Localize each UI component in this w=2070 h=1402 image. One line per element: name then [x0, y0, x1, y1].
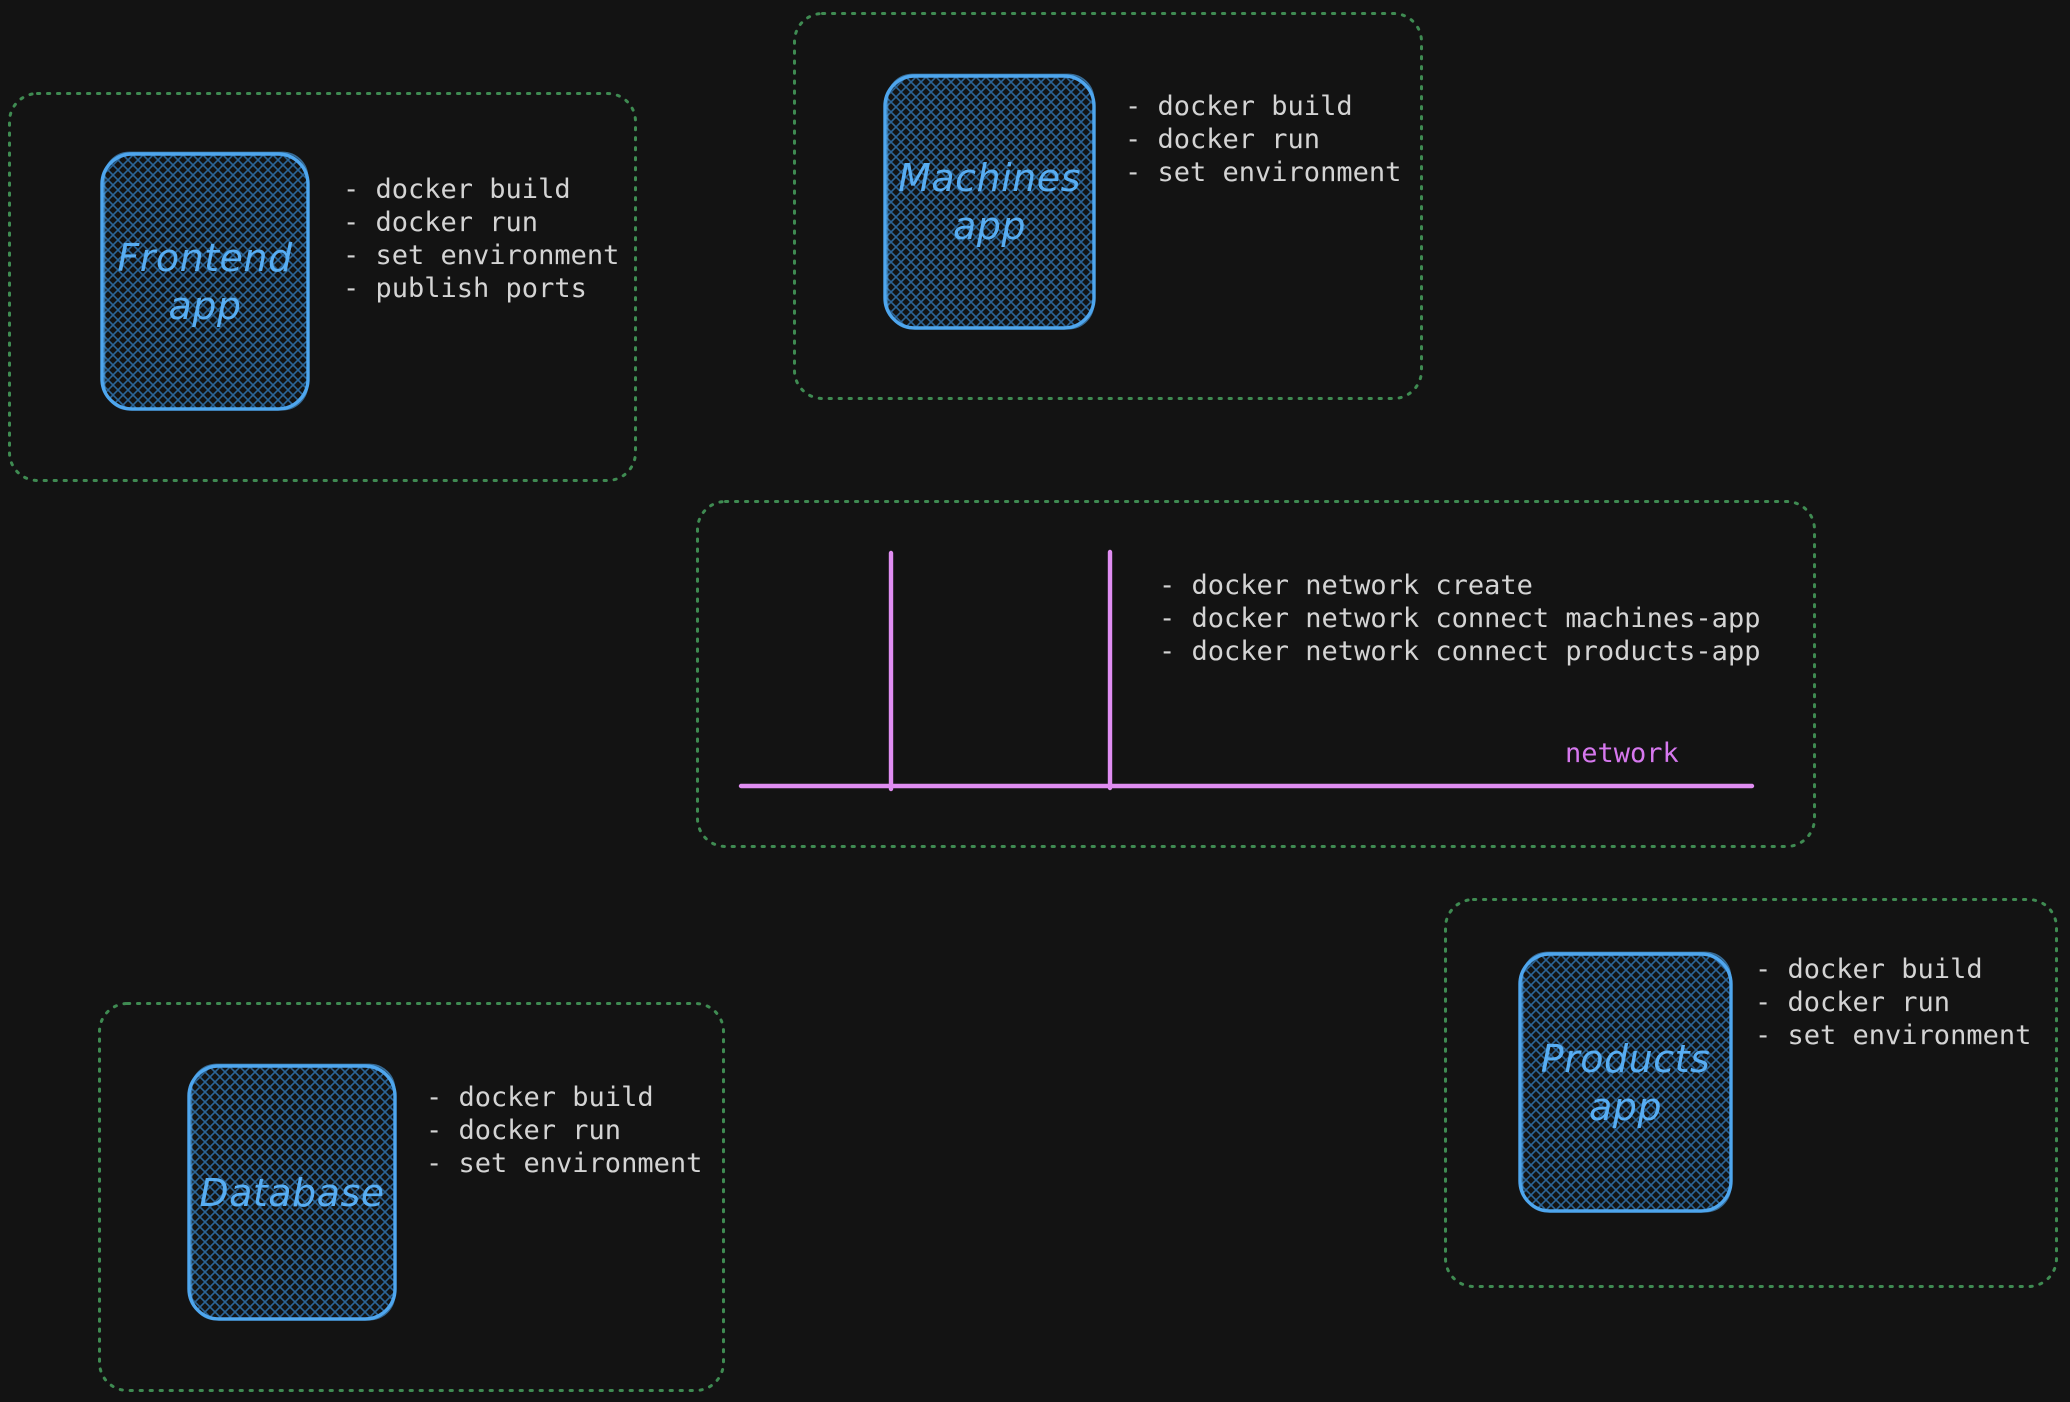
frontend-group-outline[interactable]	[8, 92, 637, 482]
network-label: network	[1565, 738, 1679, 769]
frontend-app-shape[interactable]: Frontend app	[98, 150, 312, 413]
database-app-shape[interactable]: Database	[185, 1062, 399, 1323]
products-commands-text: - docker build - docker run - set enviro…	[1755, 954, 2032, 1051]
network-bus-lines[interactable]	[696, 500, 1816, 848]
network-commands-text: - docker network create - docker network…	[1159, 570, 1761, 667]
machines-app-shape[interactable]: Machines app	[881, 72, 1098, 332]
products-group-outline[interactable]	[1444, 898, 2058, 1288]
machines-app-box-drawing	[883, 73, 1096, 330]
machines-group-outline[interactable]	[793, 12, 1423, 400]
frontend-app-box-drawing	[100, 151, 310, 411]
products-app-title: Products app	[1540, 1036, 1711, 1129]
products-app-shape[interactable]: Products app	[1516, 950, 1735, 1215]
products-app-box-drawing	[1518, 951, 1733, 1213]
database-commands-text: - docker build - docker run - set enviro…	[426, 1082, 703, 1179]
frontend-app-title: Frontend app	[117, 235, 293, 328]
database-group-outline[interactable]	[98, 1002, 725, 1392]
machines-commands-text: - docker build - docker run - set enviro…	[1125, 91, 1402, 188]
network-group-outline[interactable]	[696, 500, 1816, 848]
database-app-box-drawing	[187, 1063, 397, 1321]
frontend-commands-text: - docker build - docker run - set enviro…	[343, 174, 620, 304]
database-app-title: Database	[199, 1170, 385, 1215]
machines-app-title: Machines app	[898, 156, 1081, 248]
